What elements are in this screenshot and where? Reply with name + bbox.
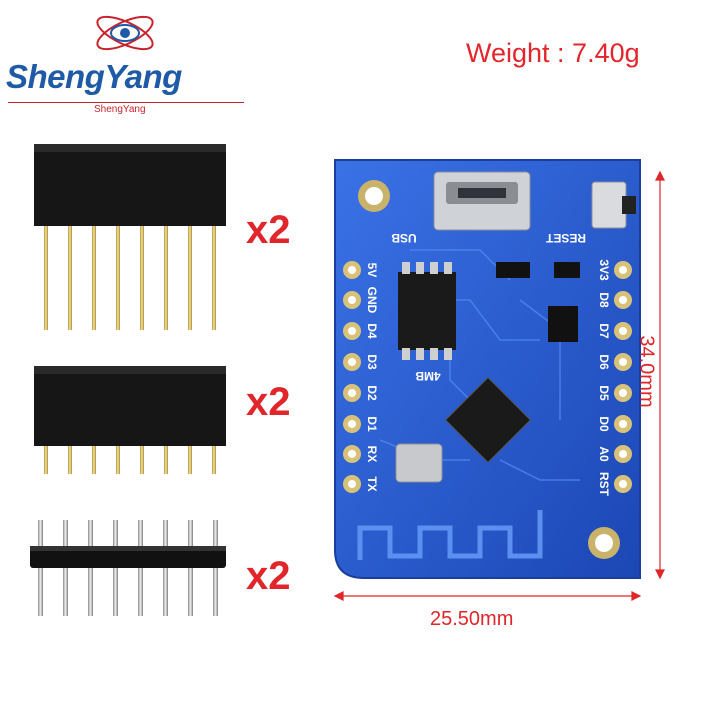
- usb-label: USB: [391, 231, 417, 245]
- quantity-label-2: x2: [246, 380, 291, 424]
- dimension-lines: [333, 170, 665, 601]
- pin-label-right-7: RST: [597, 472, 611, 497]
- female-header-short: [34, 366, 226, 474]
- pin-label-right-1: D8: [597, 292, 611, 308]
- crystal-oscillator: [395, 443, 443, 483]
- pin-label-left-1: GND: [365, 287, 379, 314]
- quantity-label-3: x2: [246, 554, 291, 598]
- weight-label: Weight : 7.40g: [466, 38, 640, 68]
- pin-label-left-0: 5V: [365, 263, 379, 278]
- flash-label: 4MB: [415, 369, 441, 383]
- esp8266-chip: [444, 376, 532, 464]
- pin-label-left-2: D4: [365, 323, 379, 339]
- female-header-long: [34, 144, 226, 330]
- pin-label-right-2: D7: [597, 323, 611, 339]
- pin-label-right-3: D6: [597, 354, 611, 370]
- pin-label-left-7: TX: [365, 476, 379, 491]
- width-dimension-label: 25.50mm: [430, 608, 514, 630]
- pin-label-left-5: D1: [365, 416, 379, 432]
- pin-label-right-6: A0: [597, 446, 611, 462]
- reset-label: RESET: [545, 231, 586, 245]
- male-pin-header: [30, 520, 226, 616]
- pin-label-right-4: D5: [597, 385, 611, 401]
- pcb-antenna: [357, 510, 543, 560]
- brand-divider: [8, 102, 244, 103]
- brand-name: ShengYang: [6, 58, 182, 95]
- pin-label-right-5: D0: [597, 416, 611, 432]
- pin-label-right-0: 3V3: [597, 259, 611, 281]
- flash-chip: [398, 272, 456, 350]
- pin-label-left-3: D3: [365, 354, 379, 370]
- reset-button: [591, 181, 627, 229]
- quantity-label-1: x2: [246, 208, 291, 252]
- pin-label-left-6: RX: [365, 446, 379, 463]
- height-dimension-label: 34.0mm: [635, 335, 658, 408]
- brand-subtitle: ShengYang: [94, 104, 146, 115]
- pin-label-left-4: D2: [365, 385, 379, 401]
